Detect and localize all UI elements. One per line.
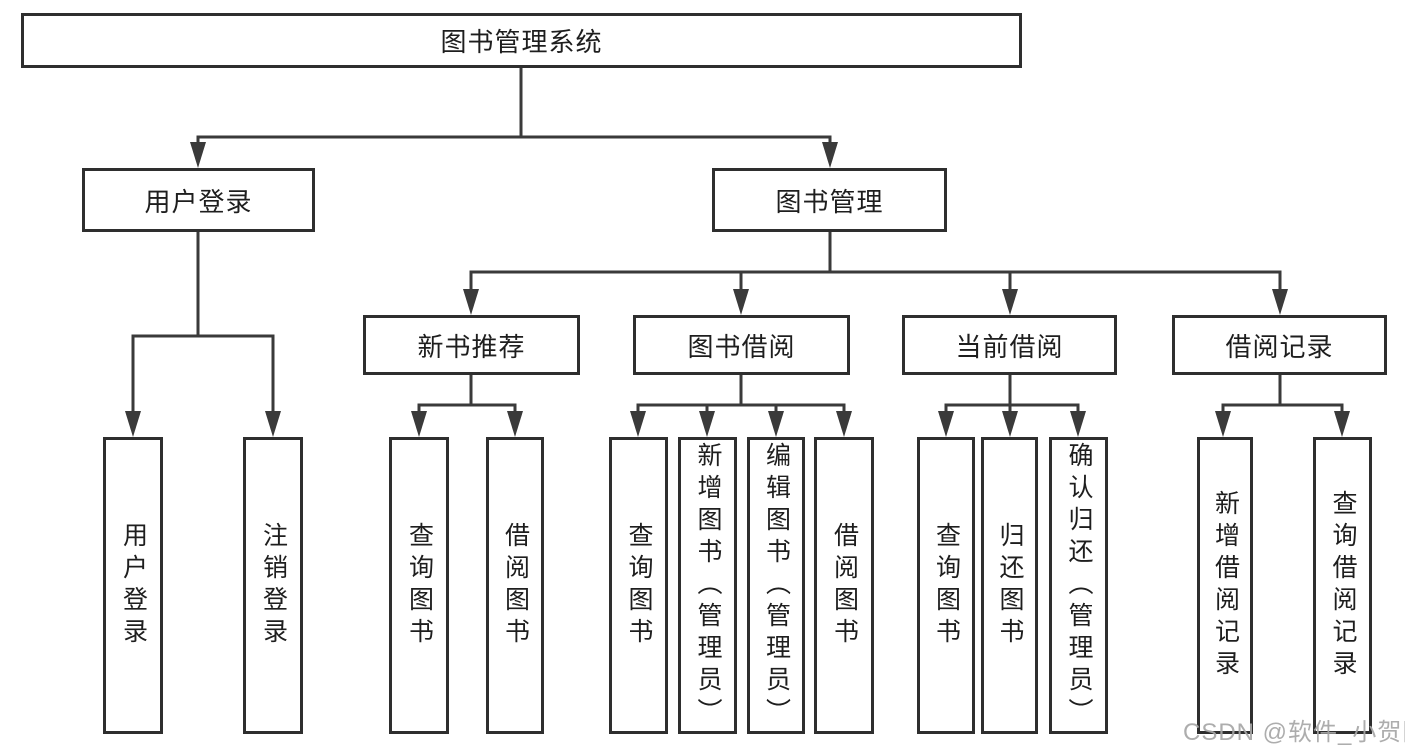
arrowhead-icons: [125, 142, 1350, 437]
node-label: 查询图书: [405, 521, 434, 650]
node-label: 图书借阅: [687, 331, 796, 362]
node-label: 注销登录: [259, 521, 288, 650]
node-query-borrow-record: 查询借阅记录: [1313, 437, 1372, 734]
node-label: 图书管理系统: [440, 27, 603, 57]
node-label: 用户登录: [144, 186, 253, 217]
node-query-books-recommend: 查询图书: [389, 437, 449, 734]
node-logout: 注销登录: [243, 437, 303, 734]
csdn-watermark: CSDN @软件_小贺同学: [1183, 719, 1405, 746]
node-label: 查询借阅记录: [1329, 489, 1357, 682]
node-label: 借阅图书: [501, 521, 530, 650]
node-confirm-return-admin: 确认归还（管理员）: [1049, 437, 1108, 734]
node-label: 借阅记录: [1225, 331, 1334, 362]
node-user-login-action: 用户登录: [103, 437, 163, 734]
node-label: 新书推荐: [417, 331, 526, 362]
node-label: 确认归还（管理员）: [1065, 441, 1093, 730]
node-current-borrow: 当前借阅: [902, 315, 1117, 375]
node-query-books-borrow: 查询图书: [609, 437, 668, 734]
node-label: 新增借阅记录: [1211, 489, 1240, 682]
node-query-books-current: 查询图书: [917, 437, 975, 734]
node-label: 查询图书: [625, 521, 653, 650]
node-borrow-books-recommend: 借阅图书: [486, 437, 544, 734]
node-label: 借阅图书: [830, 521, 859, 650]
node-add-book-admin: 新增图书（管理员）: [678, 437, 737, 734]
node-book-borrow: 图书借阅: [633, 315, 850, 375]
connector-path: [131, 68, 1344, 415]
node-label: 归还图书: [996, 521, 1024, 650]
node-label: 图书管理: [775, 186, 884, 217]
node-label: 查询图书: [932, 521, 961, 650]
node-label: 编辑图书（管理员）: [762, 441, 791, 730]
node-label: 当前借阅: [955, 331, 1064, 362]
node-library-management-system: 图书管理系统: [21, 13, 1022, 68]
node-user-login: 用户登录: [82, 168, 315, 232]
node-book-management: 图书管理: [712, 168, 947, 232]
node-return-book: 归还图书: [981, 437, 1038, 734]
node-borrow-books: 借阅图书: [814, 437, 874, 734]
node-label: 用户登录: [119, 521, 148, 650]
node-edit-book-admin: 编辑图书（管理员）: [747, 437, 805, 734]
node-label: 新增图书（管理员）: [694, 441, 722, 730]
node-new-book-recommend: 新书推荐: [363, 315, 580, 375]
node-borrow-records: 借阅记录: [1172, 315, 1387, 375]
node-add-borrow-record: 新增借阅记录: [1197, 437, 1253, 734]
